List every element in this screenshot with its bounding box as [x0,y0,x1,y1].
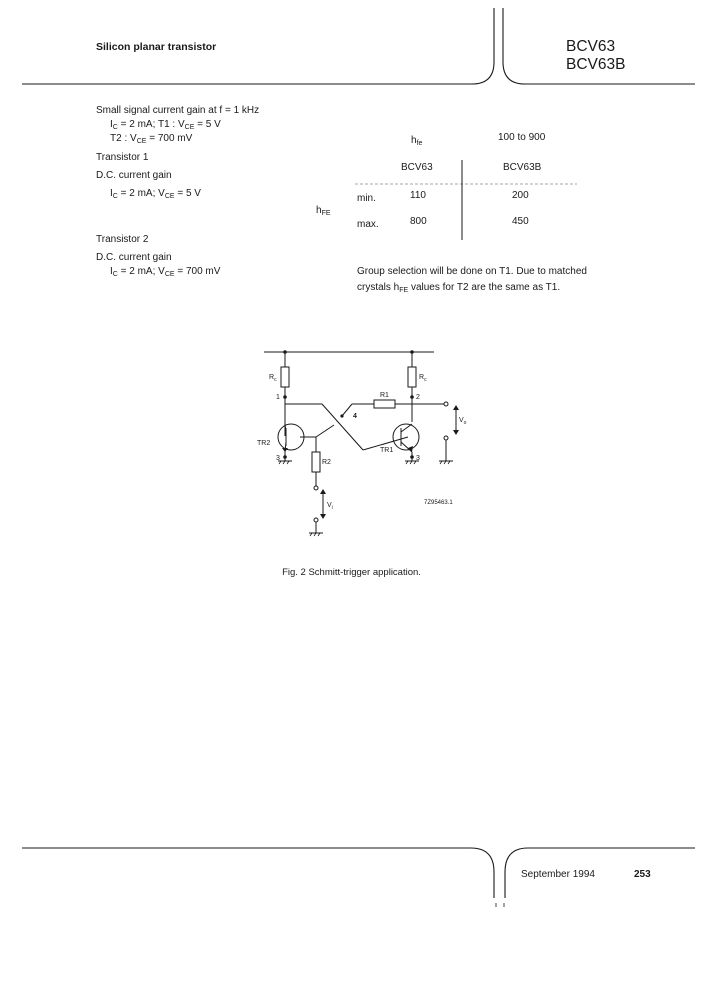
ic-sub: C [112,193,118,200]
ic-sub: C [112,271,118,278]
vce-sub: CE [164,271,175,278]
note-text: crystals h [357,282,400,293]
row-label-max: max. [357,219,379,230]
node-3-right-label: 3 [416,455,420,462]
rc-right-label: Rc [419,374,427,383]
hFE-h: h [316,205,322,216]
schematic-nodes [282,350,459,519]
part-number-bcv63: BCV63 [566,38,616,55]
r2-label: R2 [322,459,331,466]
condition-transistor-2: IC = 2 mA; VCE = 700 mV [110,266,220,281]
table-header-bcv63b: BCV63B [503,162,542,173]
node-1-label: 1 [276,394,280,401]
node-4-label: 4 [353,413,357,420]
transistor-1-heading: Transistor 1 [96,152,149,163]
document-title: Silicon planar transistor [96,41,217,53]
dc-gain-label-1: D.C. current gain [96,170,172,181]
ic-symbol: I [110,119,113,130]
vce-sub: CE [164,193,175,200]
ic-symbol: I [110,266,113,277]
ground-hatching [278,460,451,537]
hfe-symbol: hfe [411,135,422,150]
group-selection-note-line1: Group selection will be done on T1. Due … [357,266,587,277]
condition-text: = 5 V [174,188,201,199]
ic-symbol: I [110,188,113,199]
small-signal-gain-label: Small signal current gain at f = 1 kHz [96,105,260,116]
vce-sub: CE [184,124,195,131]
ic-sub: C [112,124,118,131]
condition-text: = 2 mA; V [117,266,165,277]
schmitt-trigger-schematic: Rc Rc R1 R2 TR2 TR1 1 2 3 3 4 Vo Vi 7Z95… [257,350,467,537]
hFE-sub: FE [321,210,331,217]
bcv63-min-value: 110 [410,190,426,201]
note-sub: FE [399,287,409,294]
bcv63-max-value: 800 [410,216,427,227]
schematic-wires [264,351,457,534]
group-selection-note-line2: crystals hFE values for T2 are the same … [357,282,560,297]
condition-text: = 2 mA; V [117,188,165,199]
table-header-bcv63: BCV63 [401,162,433,173]
hfe-value: 100 to 900 [498,132,546,143]
node-2-label: 2 [416,394,420,401]
vce-sub: CE [136,138,147,145]
rc-left-label: Rc [269,374,277,383]
condition-text: = 2 mA; T1 : V [117,119,185,130]
vo-label: Vo [459,417,467,426]
row-label-min: min. [357,193,376,204]
transistor-2-heading: Transistor 2 [96,234,149,245]
figure-caption: Fig. 2 Schmitt-trigger application. [282,567,421,578]
condition-text: = 5 V [194,119,221,130]
hFE-symbol: hFE [316,205,331,220]
bcv63b-max-value: 450 [512,216,529,227]
condition-transistor-1: IC = 2 mA; VCE = 5 V [110,188,201,203]
part-number-bcv63b: BCV63B [566,56,626,73]
page-number: 253 [634,869,651,880]
note-text: values for T2 are the same as T1. [408,282,561,293]
condition-text: = 700 mV [146,133,193,144]
hfe-h: h [411,135,417,146]
bcv63b-min-value: 200 [512,190,529,201]
tr2-label: TR2 [257,440,270,447]
tr1-label: TR1 [380,447,393,454]
r1-label: R1 [380,392,389,399]
condition-text: T2 : V [110,133,137,144]
footer-date: September 1994 [521,869,595,880]
hfe-sub: fe [416,140,423,147]
condition-t2: T2 : VCE = 700 mV [110,133,192,148]
gain-table-lines [355,160,577,240]
condition-text: = 700 mV [174,266,221,277]
node-3-left-label: 3 [276,455,280,462]
condition-t1: IC = 2 mA; T1 : VCE = 5 V [110,119,221,134]
dc-gain-label-2: D.C. current gain [96,252,172,263]
vi-label: Vi [327,502,333,511]
figure-code: 7Z95463.1 [424,500,453,506]
